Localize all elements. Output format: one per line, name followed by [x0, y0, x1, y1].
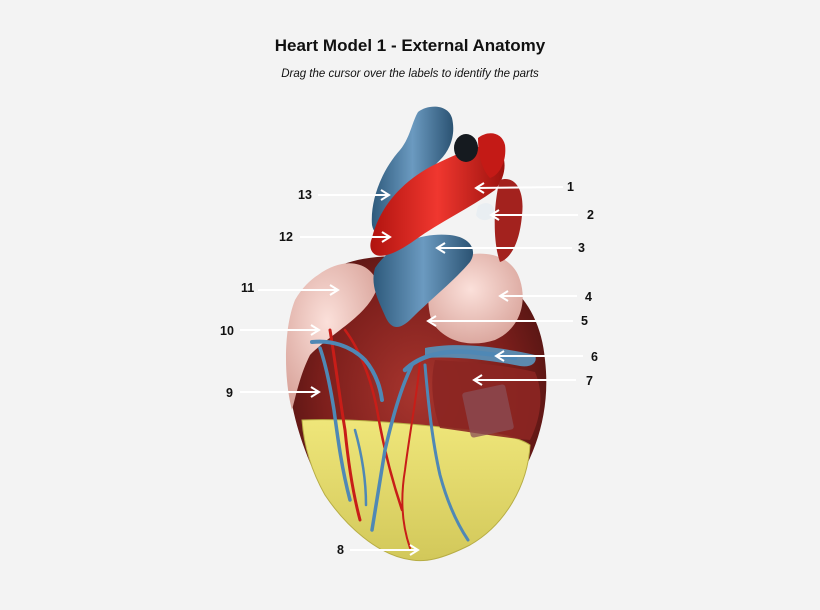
label-arrowhead-5: [426, 315, 437, 327]
label-9[interactable]: 9: [226, 386, 233, 400]
label-arrow-1: [475, 186, 564, 189]
pulmonary-trunk: [373, 234, 474, 327]
label-arrowhead-1: [474, 182, 485, 194]
label-arrowhead-13: [380, 189, 391, 201]
label-10[interactable]: 10: [220, 324, 234, 338]
label-1[interactable]: 1: [567, 180, 574, 194]
aortic-arch: [370, 145, 505, 256]
apex-fat-band: [301, 419, 531, 562]
label-arrowhead-8: [409, 544, 420, 556]
label-7[interactable]: 7: [586, 374, 593, 388]
label-13[interactable]: 13: [298, 188, 312, 202]
label-4[interactable]: 4: [585, 290, 592, 304]
label-arrowhead-9: [310, 386, 321, 398]
instruction-text: Drag the cursor over the labels to ident…: [281, 68, 539, 80]
label-6[interactable]: 6: [591, 350, 598, 364]
model-marker-patch: [462, 384, 514, 438]
label-2[interactable]: 2: [587, 208, 594, 222]
label-arrowhead-7: [472, 374, 483, 386]
pulmonary-veins: [494, 179, 523, 262]
aorta-branch: [478, 133, 506, 178]
vessel-opening: [454, 134, 478, 162]
label-numbers: 1 2 3 4 5 6 7 8 9 10 11 12 13: [220, 180, 598, 557]
heart-model: [285, 106, 547, 562]
label-arrowhead-10: [310, 324, 321, 336]
ligamentum-arteriosum: [476, 203, 495, 221]
labels-layer: [240, 182, 583, 556]
label-3[interactable]: 3: [578, 241, 585, 255]
coronary-vessels: [310, 328, 518, 549]
label-12[interactable]: 12: [279, 230, 293, 244]
label-5[interactable]: 5: [581, 314, 588, 328]
label-arrowhead-4: [498, 290, 509, 302]
left-auricle: [285, 263, 378, 410]
label-arrowhead-2: [489, 209, 500, 221]
label-8[interactable]: 8: [337, 543, 344, 557]
label-arrowhead-3: [435, 242, 446, 254]
label-arrowhead-12: [381, 231, 392, 243]
label-arrowhead-6: [494, 350, 505, 362]
label-arrowhead-11: [329, 284, 340, 296]
page-title: Heart Model 1 - External Anatomy: [274, 36, 546, 55]
label-11[interactable]: 11: [241, 281, 254, 295]
